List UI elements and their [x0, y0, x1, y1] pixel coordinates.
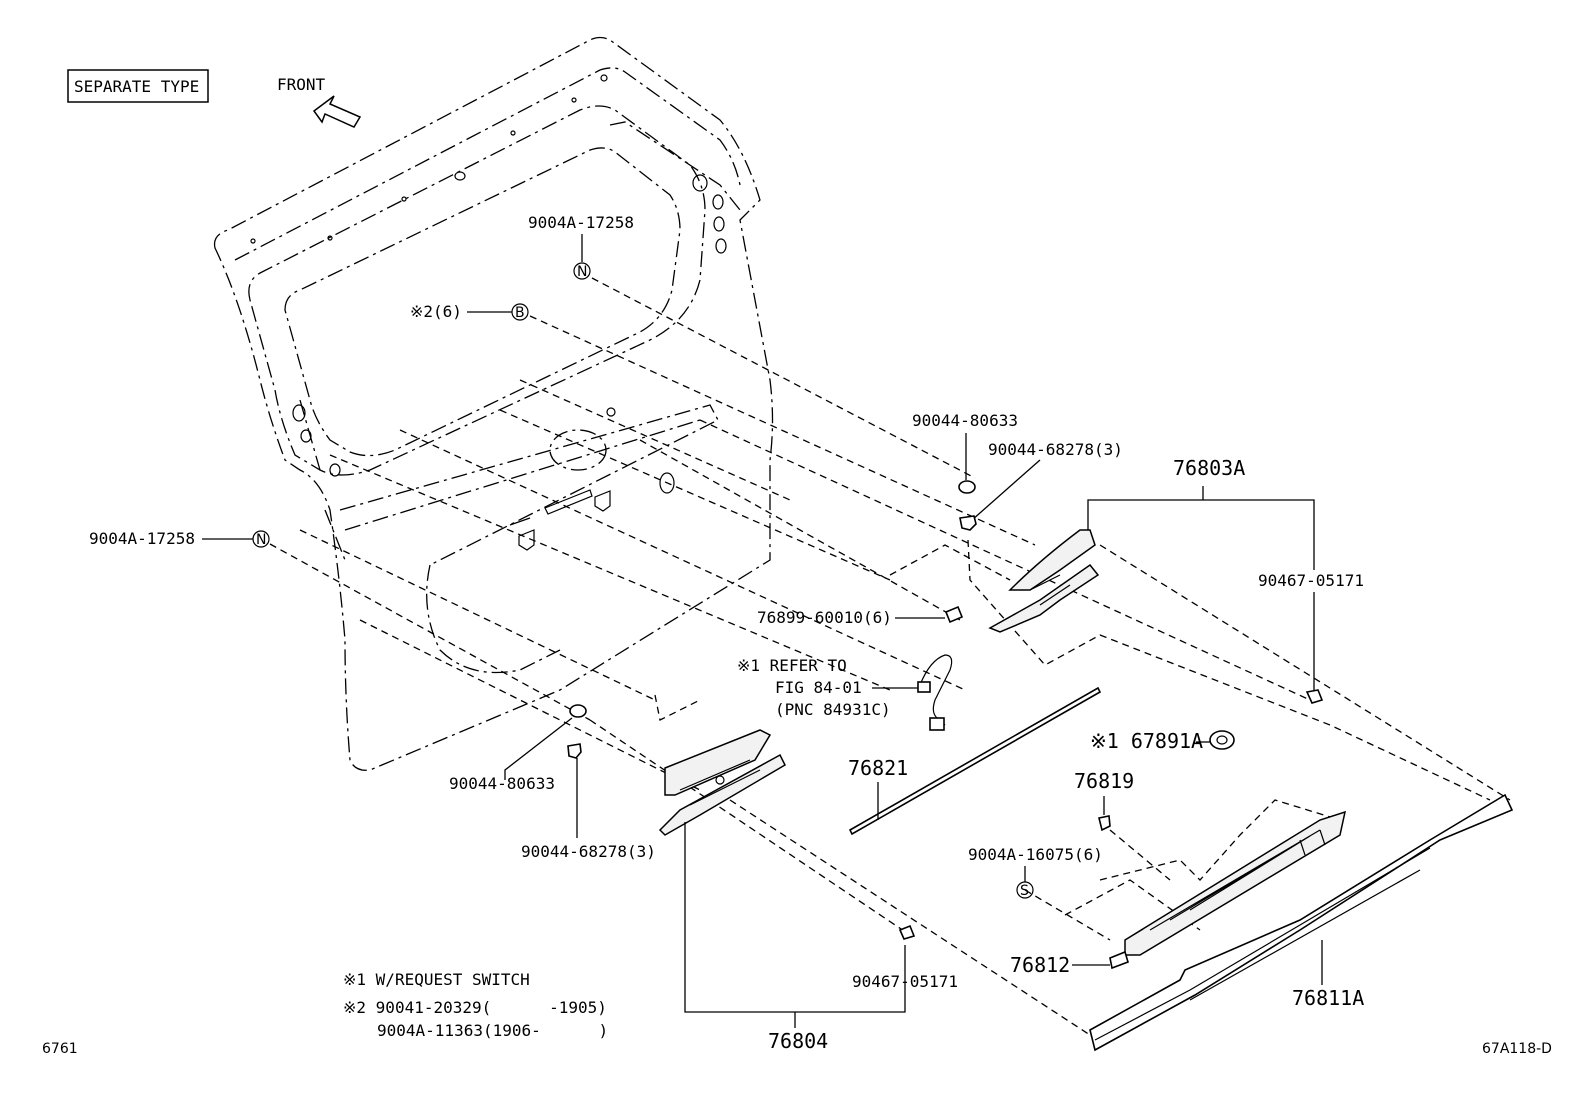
label-90467-05171-bottom: 90467-05171 — [852, 972, 958, 991]
part-9004A-16075: 9004A-16075(6) S — [968, 845, 1103, 899]
note-2-line-1: ※2 90041-20329( -1905) — [343, 998, 607, 1017]
back-door-panel — [213, 36, 774, 771]
part-90467-05171-bottom: 90467-05171 — [852, 924, 958, 991]
front-indicator: FRONT — [277, 75, 362, 128]
harness-reference: ※1 REFER TO FIG 84-01 (PNC 84931C) — [737, 654, 953, 731]
label-76811A: 76811A — [1292, 986, 1364, 1010]
label-76803A: 76803A — [1173, 456, 1245, 480]
callout-b: B — [515, 305, 525, 321]
part-76821: 76821 — [848, 686, 1102, 836]
label-76804: 76804 — [768, 1029, 828, 1053]
front-label: FRONT — [277, 75, 326, 94]
label-67891A: ※1 67891A — [1090, 729, 1203, 753]
label-note2-b: ※2(6) — [410, 302, 462, 321]
part-9004A-17258-left: 9004A-17258 N — [89, 529, 270, 548]
part-76804: 76804 — [658, 729, 906, 1053]
notes: ※1 W/REQUEST SWITCH ※2 90041-20329( -190… — [343, 970, 608, 1040]
label-90467-05171-right: 90467-05171 — [1258, 571, 1364, 590]
part-note2-b: ※2(6) B — [410, 302, 529, 321]
part-9004A-17258-top: 9004A-17258 N — [528, 213, 634, 280]
type-box: SEPARATE TYPE — [67, 69, 209, 103]
label-90044-80633-left: 90044-80633 — [449, 774, 555, 793]
label-90044-68278-right: 90044-68278(3) — [988, 440, 1123, 459]
part-76811A: 76811A — [1089, 793, 1514, 1052]
label-76899-60010: 76899-60010(6) — [757, 608, 892, 627]
callout-n-left: N — [256, 532, 266, 548]
refer-line-3: (PNC 84931C) — [775, 700, 891, 719]
label-9004A-17258-left: 9004A-17258 — [89, 529, 195, 548]
part-76812: 76812 — [1010, 810, 1347, 977]
part-67891A: ※1 67891A — [1090, 729, 1235, 753]
label-9004A-17258-top: 9004A-17258 — [528, 213, 634, 232]
part-76819: 76819 — [1074, 769, 1134, 832]
part-76899-60010: 76899-60010(6) — [757, 605, 964, 627]
type-box-label: SEPARATE TYPE — [74, 77, 199, 96]
refer-line-2: FIG 84-01 — [775, 678, 862, 697]
label-76819: 76819 — [1074, 769, 1134, 793]
label-90044-68278-left: 90044-68278(3) — [521, 842, 656, 861]
label-76821: 76821 — [848, 756, 908, 780]
callout-n-top: N — [577, 264, 587, 280]
explode-lines — [269, 277, 1511, 1036]
refer-line-1: ※1 REFER TO — [737, 656, 847, 675]
front-arrow-icon — [312, 95, 362, 128]
footer-right-code: 67A118-D — [1482, 1041, 1552, 1057]
label-9004A-16075: 9004A-16075(6) — [968, 845, 1103, 864]
part-90044-left: 90044-80633 90044-68278(3) — [449, 704, 656, 861]
part-90044-right: 90044-80633 90044-68278(3) — [912, 411, 1123, 531]
part-76803A: 76803A — [988, 456, 1315, 633]
footer-left-code: 6761 — [42, 1041, 78, 1057]
label-76812: 76812 — [1010, 953, 1070, 977]
part-90467-05171-right: 90467-05171 — [1258, 571, 1364, 704]
note-2-line-2: 9004A-11363(1906- ) — [377, 1021, 608, 1040]
label-90044-80633-right: 90044-80633 — [912, 411, 1018, 430]
callout-s: S — [1020, 883, 1029, 899]
note-1: ※1 W/REQUEST SWITCH — [343, 970, 530, 989]
